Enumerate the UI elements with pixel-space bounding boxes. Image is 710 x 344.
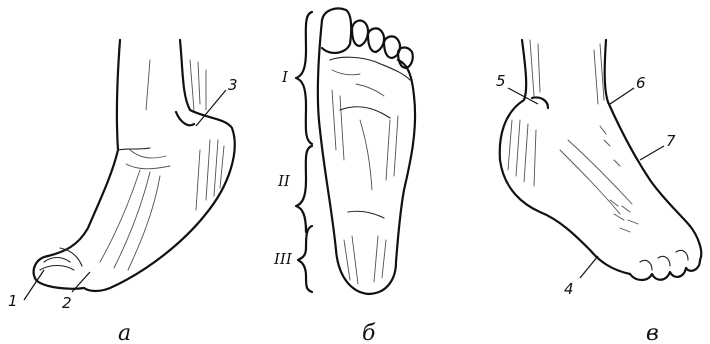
panel-b-caption: б (362, 321, 376, 344)
region-i-label: I (281, 68, 289, 86)
callout-4-leader (580, 256, 598, 278)
callout-7-leader (640, 146, 664, 160)
panel-b-sole: I II III б (273, 8, 415, 344)
callout-2-label: 2 (62, 294, 72, 312)
callout-6-label: 6 (636, 74, 646, 92)
callout-5-label: 5 (496, 72, 506, 90)
callout-7-label: 7 (666, 132, 676, 150)
callout-4-label: 4 (564, 280, 574, 298)
region-ii-label: II (277, 172, 291, 190)
panel-a-medial-foot: 1 2 3 а (8, 40, 238, 344)
panel-c-caption: в (646, 321, 659, 344)
callout-1-label: 1 (8, 292, 18, 310)
panel-a-caption: а (118, 321, 131, 344)
panel-c-lateral-foot: 4 5 6 7 в (496, 40, 701, 344)
callout-6-leader (610, 88, 634, 104)
callout-3-label: 3 (228, 76, 238, 94)
region-iii-label: III (273, 250, 293, 268)
